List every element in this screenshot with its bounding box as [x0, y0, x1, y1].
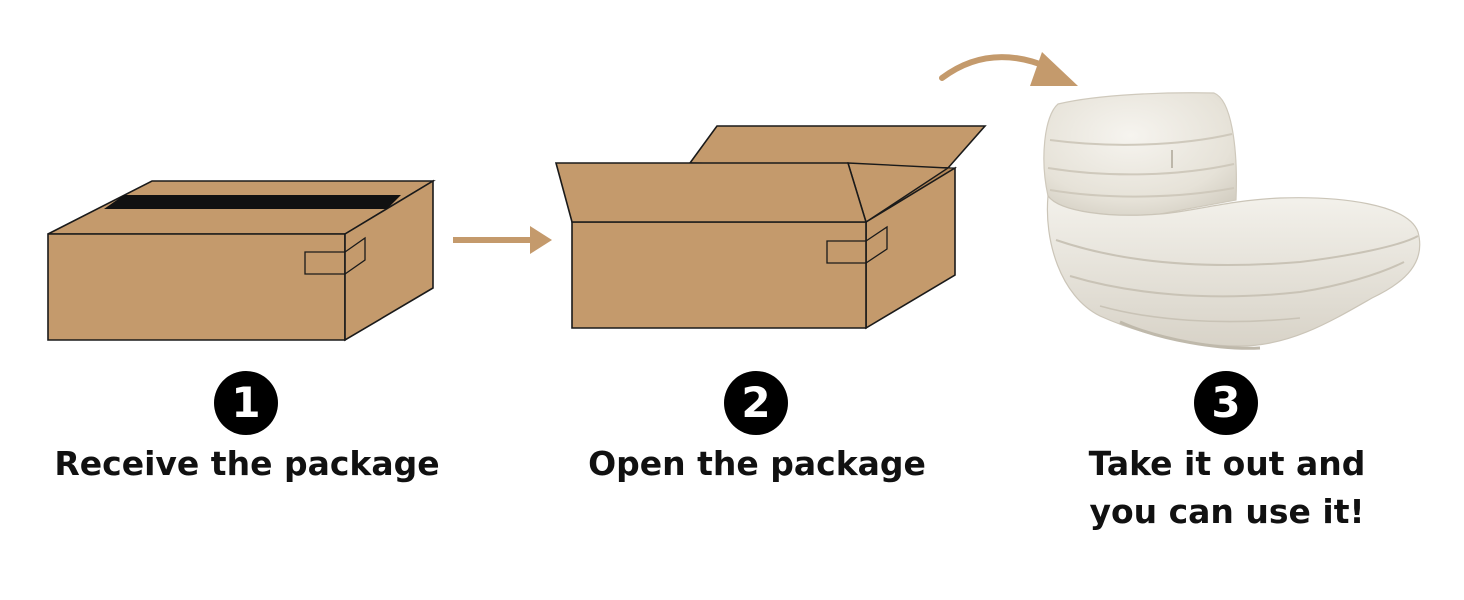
- handle-cutout: [304, 236, 366, 275]
- closed-box-icon: [47, 179, 436, 342]
- step-2-label: Open the package: [530, 440, 984, 488]
- step-1-label-line-1: Receive the package: [54, 444, 440, 483]
- step-1-badge: 1: [214, 371, 278, 435]
- step-3-label-line-1: Take it out and: [1088, 444, 1366, 483]
- step-2-label-line-1: Open the package: [588, 444, 926, 483]
- lounge-chair-image: [1043, 92, 1421, 350]
- step-3-label-line-2: you can use it!: [1089, 492, 1365, 531]
- step-3-label: Take it out and you can use it!: [1000, 440, 1454, 536]
- step-2-badge: 2: [724, 371, 788, 435]
- step-3-badge: 3: [1194, 371, 1258, 435]
- handle-cutout: [826, 225, 888, 264]
- curved-arrow-icon: [939, 52, 1078, 86]
- open-box-icon: [554, 125, 987, 330]
- arrow-right-icon: [453, 226, 552, 254]
- step-1-label: Receive the package: [20, 440, 474, 488]
- tape-strip: [104, 195, 401, 209]
